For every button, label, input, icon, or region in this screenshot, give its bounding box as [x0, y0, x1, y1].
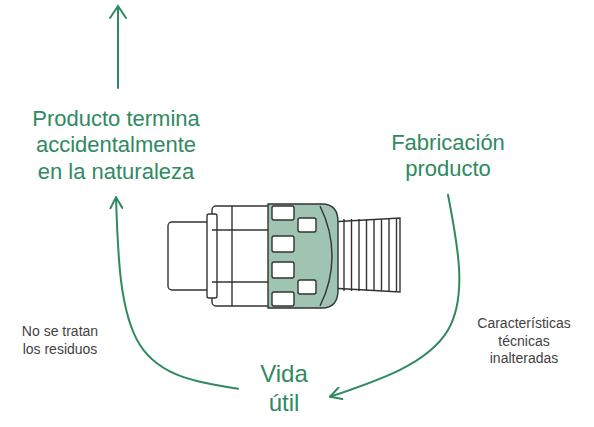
hose-ridge [343, 219, 344, 291]
hose-ridge [388, 219, 389, 291]
fitting-body [207, 206, 274, 306]
hose-ridge [381, 219, 382, 291]
edge-label: Características técnicas inalteradas [462, 314, 586, 369]
stage-text-node: Producto termina accidentalmente en la n… [18, 104, 214, 187]
hose-ridge [358, 219, 359, 291]
nut [268, 204, 338, 308]
edge-label: No se tratan los residuos [10, 322, 110, 359]
hose [330, 218, 400, 292]
stage-text-node: Fabricación producto [372, 128, 524, 185]
stage-title: Fabricación producto [376, 130, 520, 183]
hose-ridge [366, 219, 367, 291]
stage-text-node: Vida útil [248, 358, 320, 420]
hose-ridge [351, 219, 352, 291]
hose-ridge [396, 219, 397, 291]
hose-ridge [373, 219, 374, 291]
stage-title: Vida útil [252, 360, 316, 418]
exit-arrow [110, 6, 126, 88]
stage-title: Producto termina accidentalmente en la n… [22, 106, 210, 185]
cycle-arrow [116, 197, 238, 389]
cycle-arrow [330, 195, 459, 397]
